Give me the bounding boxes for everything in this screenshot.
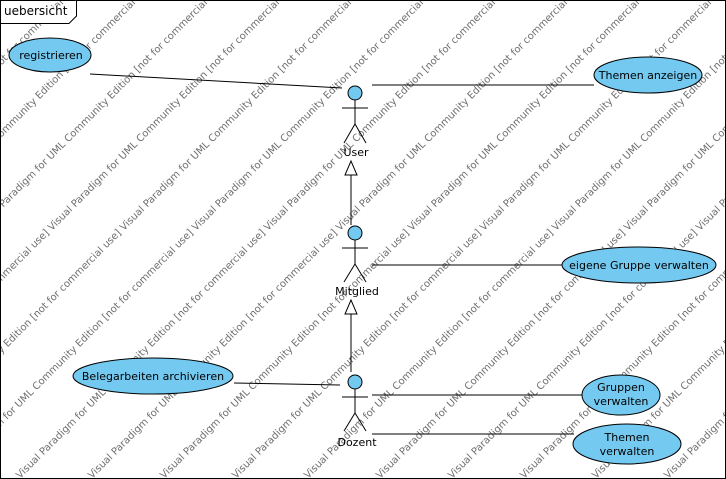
- usecase-themen-verwalten[interactable]: Themen verwalten: [572, 423, 682, 465]
- assoc-belegarbeiten-dozent: [233, 382, 341, 386]
- actor-user[interactable]: [342, 85, 368, 144]
- actor-dozent[interactable]: [342, 374, 368, 432]
- usecase-themen-verwalten-label-line2: verwalten: [600, 445, 655, 458]
- frame-title-tab: [0, 0, 77, 24]
- generalization-arrowhead-user: [344, 159, 358, 176]
- actor-mitglied-label: Mitglied: [335, 285, 379, 298]
- usecase-gruppen-verwalten-label-line2: verwalten: [594, 395, 649, 408]
- generalizations: [344, 159, 358, 372]
- actor-user-label: User: [343, 146, 369, 159]
- actor-user-left-leg: [343, 123, 356, 144]
- usecase-belegarbeiten-archivieren-label: Belegarbeiten archivieren: [82, 370, 224, 383]
- frame-title: uebersicht: [4, 4, 68, 18]
- usecase-themen-verwalten-label-line1: Themen: [604, 431, 650, 444]
- actor-user-head: [347, 85, 363, 101]
- actor-mitglied-left-leg: [343, 263, 356, 283]
- actor-mitglied[interactable]: [342, 225, 368, 283]
- usecase-gruppen-verwalten[interactable]: Gruppen verwalten: [581, 374, 661, 416]
- usecase-themen-anzeigen-label: Themen anzeigen: [598, 69, 697, 82]
- usecase-themen-anzeigen-ellipse: [593, 56, 703, 94]
- usecase-themen-anzeigen[interactable]: Themen anzeigen: [593, 56, 703, 94]
- usecase-eigene-gruppe-verwalten-label: eigene Gruppe verwalten: [569, 259, 709, 272]
- usecase-gruppen-verwalten-ellipse: [581, 374, 661, 416]
- actor-dozent-left-leg: [343, 412, 356, 432]
- actor-dozent-head: [347, 374, 363, 390]
- generalization-arrowhead-mitglied: [344, 298, 358, 315]
- usecase-registrieren[interactable]: registrieren: [8, 37, 92, 73]
- usecase-registrieren-label: registrieren: [19, 49, 83, 62]
- actor-mitglied-head: [347, 225, 363, 241]
- usecase-gruppen-verwalten-label-line1: Gruppen: [597, 381, 645, 394]
- usecase-eigene-gruppe-verwalten-ellipse: [561, 246, 717, 284]
- assoc-registrieren-user: [89, 73, 343, 89]
- actor-dozent-label: Dozent: [337, 436, 377, 449]
- usecase-eigene-gruppe-verwalten[interactable]: eigene Gruppe verwalten: [561, 246, 717, 284]
- usecase-belegarbeiten-archivieren-ellipse: [72, 357, 234, 395]
- actor-dozent-right-leg: [354, 412, 367, 432]
- actor-mitglied-right-leg: [354, 263, 367, 283]
- usecase-belegarbeiten-archivieren[interactable]: Belegarbeiten archivieren: [72, 357, 234, 395]
- actor-user-right-leg: [354, 123, 367, 144]
- associations: [89, 73, 594, 435]
- usecase-registrieren-ellipse: [8, 37, 92, 73]
- usecase-themen-verwalten-ellipse: [572, 423, 682, 465]
